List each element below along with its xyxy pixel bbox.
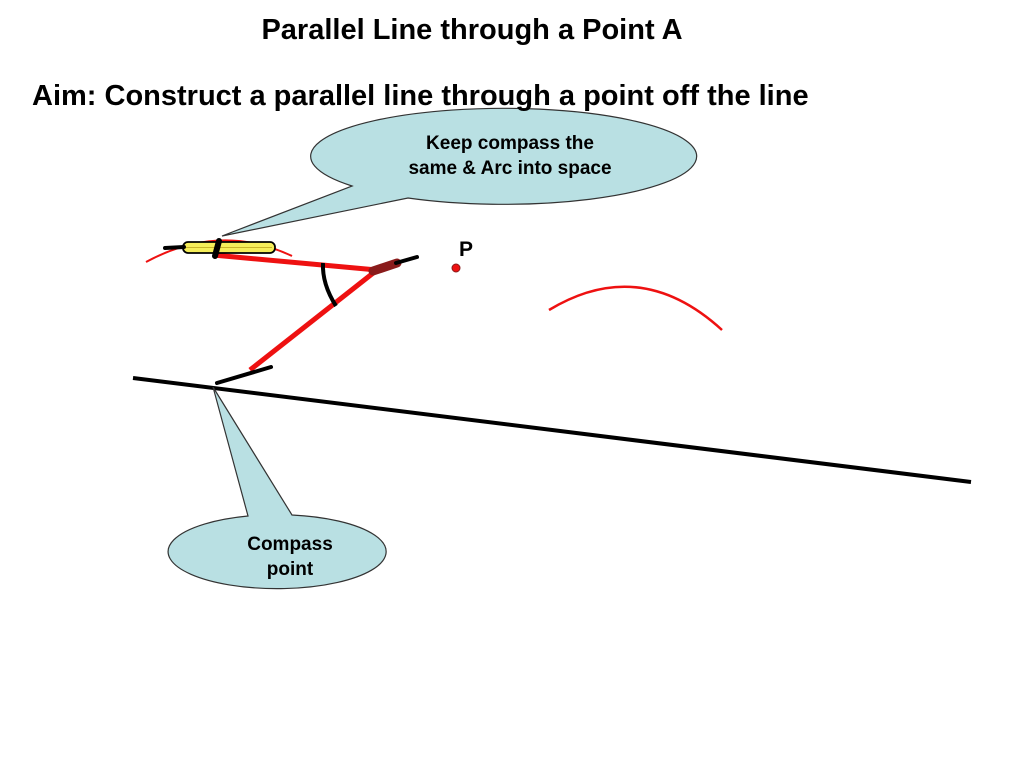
- point-p-label: P: [459, 238, 474, 261]
- compass-leg-point: [248, 268, 379, 372]
- compass-needle: [215, 365, 273, 385]
- compass-icon: [163, 238, 419, 385]
- callout-top: [221, 107, 698, 237]
- compass-leg-pencil: [212, 252, 378, 273]
- callout-top-shape: [221, 107, 698, 237]
- callout-top-line1: Keep compass the: [426, 133, 594, 154]
- callout-top-text: Keep compass the same & Arc into space: [370, 132, 650, 181]
- callout-bottom-shape: [167, 386, 387, 590]
- callout-top-line2: same & Arc into space: [408, 157, 612, 179]
- aim-statement: Aim: Construct a parallel line through a…: [32, 80, 809, 112]
- point-p-marker: [451, 263, 461, 273]
- pencil-clip: [212, 238, 222, 259]
- compass-hinge: [368, 258, 402, 276]
- compass-angle-marker: [320, 262, 338, 308]
- callout-bottom-line2: point: [266, 558, 314, 580]
- callout-bottom-text: Compass point: [200, 533, 380, 582]
- callout-bottom: [167, 386, 387, 590]
- compass-handle: [394, 255, 419, 265]
- construction-arc-right: [548, 285, 723, 331]
- pencil-lead: [163, 245, 186, 250]
- given-line: [132, 376, 972, 484]
- page-title: Parallel Line through a Point A: [261, 14, 683, 46]
- callout-bottom-line1: Compass: [247, 534, 333, 555]
